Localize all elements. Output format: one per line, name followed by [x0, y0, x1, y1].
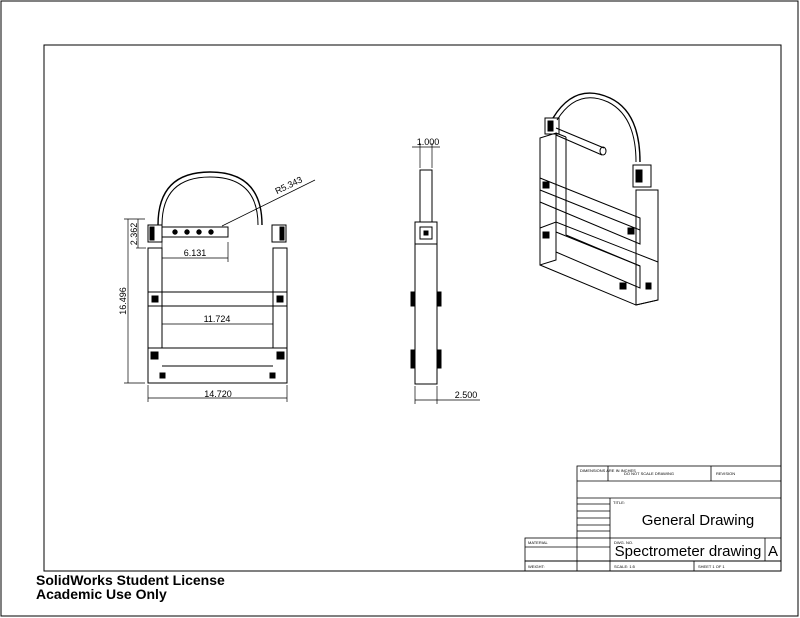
dim-top: 2.362	[129, 223, 139, 246]
front-dimension-lines	[124, 179, 316, 402]
dim-height: 16.496	[118, 287, 128, 315]
scale-label: SCALE: 1:5	[614, 564, 636, 569]
dim-inner: 11.724	[204, 314, 231, 324]
part-name: Spectrometer drawing	[615, 543, 762, 560]
side-dimension-lines	[412, 143, 480, 404]
scale-note: DO NOT SCALE DRAWING	[624, 471, 674, 476]
hole	[172, 229, 178, 235]
weight-label: WEIGHT:	[528, 564, 545, 569]
iso-left-post	[539, 132, 557, 266]
iso-arch-outer	[552, 92, 641, 163]
watermark-line-2: Academic Use Only	[36, 586, 167, 602]
drawing-title: General Drawing	[642, 512, 755, 529]
right-clamp	[271, 224, 287, 243]
front-top-bar	[161, 226, 229, 238]
revision-label: REVISION	[716, 471, 735, 476]
dim-inner-top: 6.131	[184, 248, 207, 258]
iso-base	[539, 221, 659, 306]
side-top-post	[419, 169, 433, 223]
left-clamp	[147, 224, 163, 243]
inner-border	[43, 44, 782, 572]
material-label: MATERIAL	[528, 540, 548, 545]
front-arch-outer	[157, 171, 263, 226]
dim-width: 14.720	[204, 389, 232, 399]
front-arch-inner	[161, 176, 259, 226]
dim-depth-top: 1.000	[417, 137, 440, 147]
sheet-label: SHEET 1 OF 1	[698, 564, 725, 569]
hole	[196, 229, 202, 235]
front-cross-bar	[147, 291, 288, 307]
isometric-view	[539, 92, 659, 306]
iso-clamp-right	[632, 164, 652, 188]
dim-depth: 2.500	[455, 390, 478, 400]
front-view	[147, 171, 288, 384]
watermark-line-1: SolidWorks Student License	[36, 572, 225, 588]
title-label: TITLE:	[613, 500, 625, 505]
iso-cross-bar	[539, 177, 641, 245]
dwg-label: DWG. NO.	[614, 540, 633, 545]
side-view	[410, 169, 442, 385]
title-block	[524, 465, 782, 572]
iso-arch-inner	[556, 97, 637, 163]
size-label: A	[768, 543, 778, 560]
drawn-label: DIMENSIONS ARE IN INCHES	[580, 468, 636, 473]
front-base	[147, 347, 288, 384]
side-body	[414, 243, 438, 385]
hole	[208, 229, 214, 235]
hole	[184, 229, 190, 235]
